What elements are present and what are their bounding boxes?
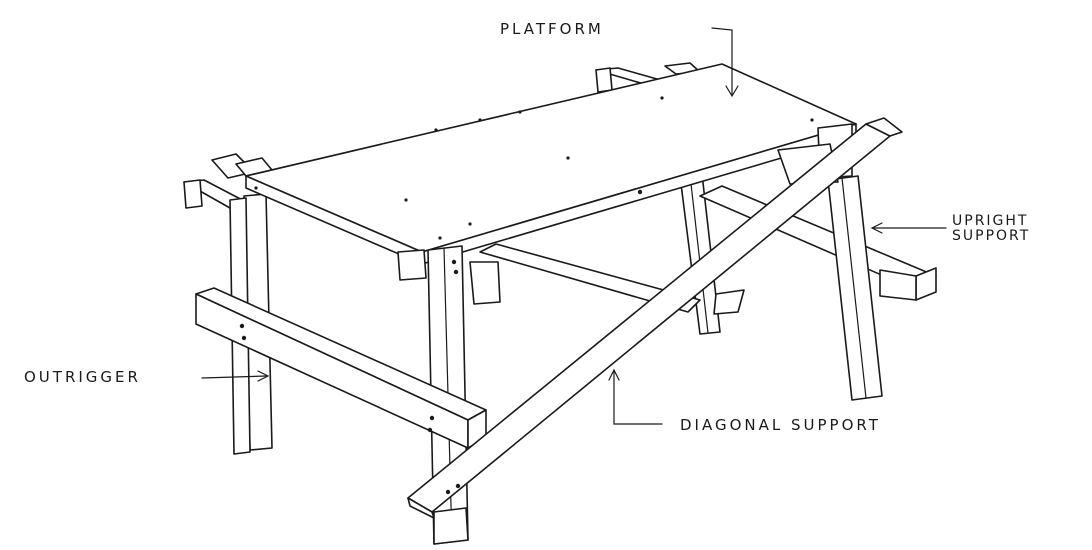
front-left-upright-foot (433, 507, 469, 545)
platform-label: PLATFORM (500, 20, 604, 38)
diagonal-support (407, 117, 903, 519)
upright-label-line1: UPRIGHT (952, 213, 1029, 229)
front-right-upright (827, 175, 883, 401)
center-brace (469, 243, 745, 315)
leader-diagonal (608, 368, 663, 425)
outrigger-label: OUTRIGGER (24, 368, 141, 386)
back-crossbeam-left (183, 153, 273, 209)
leader-upright (870, 222, 947, 234)
leader-platform (711, 27, 739, 98)
leader-outrigger (201, 370, 270, 382)
upright-label-line2: SUPPORT (952, 228, 1031, 244)
front-crossbeam-left (397, 249, 427, 281)
upright-support-label: UPRIGHT SUPPORT (952, 214, 1030, 244)
platform-board (245, 63, 857, 265)
diagonal-support-label: DIAGONAL SUPPORT (680, 416, 881, 434)
